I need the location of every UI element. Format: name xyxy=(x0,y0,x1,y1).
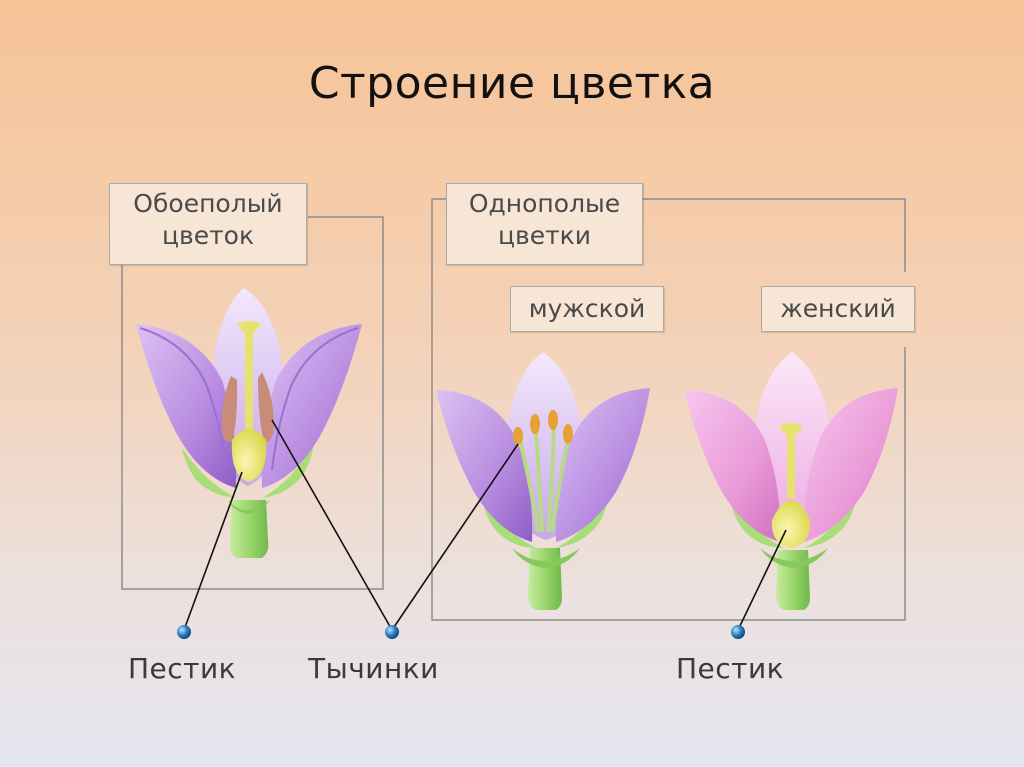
stamens-label: Тычинки xyxy=(308,652,439,685)
marker-stamens xyxy=(385,625,399,639)
marker-pistil-left xyxy=(177,625,191,639)
male-flower-label: мужской xyxy=(510,286,664,332)
pistil-label-left: Пестик xyxy=(128,652,237,685)
marker-pistil-right xyxy=(731,625,745,639)
female-flower xyxy=(684,352,898,610)
bisexual-label-line2: цветок xyxy=(161,221,255,250)
unisexual-flowers-label: Однополые цветки xyxy=(446,183,643,265)
pistil-label-right: Пестик xyxy=(676,652,785,685)
pointer-lines xyxy=(183,419,787,631)
bisexual-flower xyxy=(136,288,362,558)
female-flower-label: женский xyxy=(761,286,915,332)
unisexual-label-line2: цветки xyxy=(497,221,592,250)
bisexual-bracket xyxy=(121,216,384,590)
male-flower xyxy=(436,352,650,610)
bisexual-flower-label: Обоеполый цветок xyxy=(109,183,307,265)
unisexual-label-line1: Однополые xyxy=(468,189,621,218)
page-title: Строение цветка xyxy=(308,58,716,109)
bisexual-label-line1: Обоеполый xyxy=(133,189,283,218)
unisexual-bracket xyxy=(431,198,906,621)
